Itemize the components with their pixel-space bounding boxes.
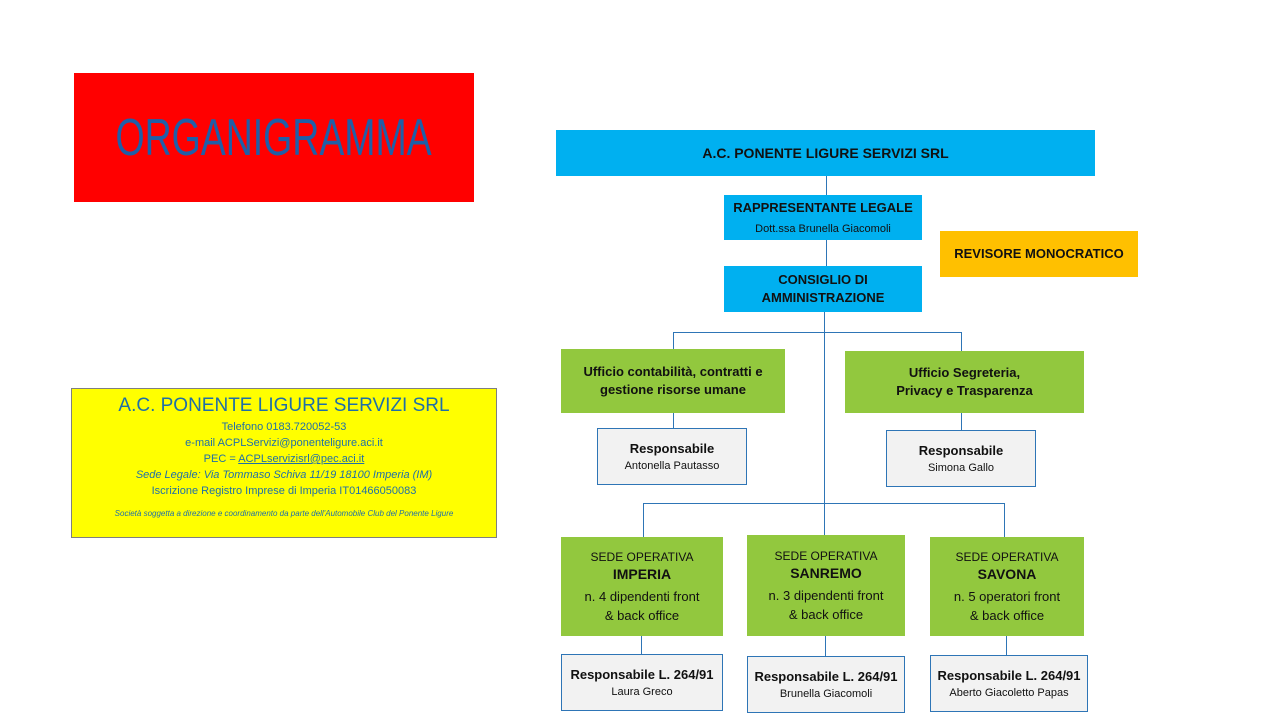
connector	[1004, 503, 1005, 537]
site-savona-label: SEDE OPERATIVA	[955, 549, 1059, 564]
site-imperia-staff1: n. 4 dipendenti front	[584, 588, 700, 604]
connector	[673, 413, 674, 428]
company-note: Società soggetta a direzione e coordinam…	[114, 509, 454, 518]
site-sanremo-resp-title: Responsabile L. 264/91	[754, 668, 898, 684]
site-sanremo-staff2: & back office	[788, 606, 864, 622]
site-imperia-box: SEDE OPERATIVA IMPERIA n. 4 dipendenti f…	[561, 537, 723, 636]
office-accounting-line2: gestione risorse umane	[600, 382, 746, 397]
company-registry: Iscrizione Registro Imprese di Imperia I…	[151, 485, 417, 497]
connector	[643, 503, 1005, 504]
connector	[641, 636, 642, 654]
site-savona-city: SAVONA	[977, 565, 1037, 582]
board-line1: CONSIGLIO DI	[778, 272, 868, 287]
board-box: CONSIGLIO DI AMMINISTRAZIONE	[724, 266, 922, 312]
title-banner: ORGANIGRAMMA	[74, 73, 474, 202]
connector	[825, 636, 826, 656]
site-savona-resp-box: Responsabile L. 264/91 Aberto Giacoletto…	[930, 655, 1088, 712]
office-accounting-box: Ufficio contabilità, contratti e gestion…	[561, 349, 785, 413]
site-imperia-resp-title: Responsabile L. 264/91	[570, 666, 714, 682]
legal-rep-name: Dott.ssa Brunella Giacomoli	[755, 222, 891, 235]
connector	[673, 332, 962, 333]
connector	[1006, 636, 1007, 655]
site-sanremo-staff1: n. 3 dipendenti front	[768, 587, 884, 603]
company-email: e-mail ACPLServizi@ponenteligure.aci.it	[185, 437, 383, 449]
auditor-box: REVISORE MONOCRATICO	[940, 231, 1138, 277]
org-top-label: A.C. PONENTE LIGURE SERVIZI SRL	[702, 145, 949, 161]
connector	[961, 332, 962, 351]
office-secretariat-line2: Privacy e Trasparenza	[896, 383, 1033, 398]
site-sanremo-resp-box: Responsabile L. 264/91 Brunella Giacomol…	[747, 656, 905, 713]
site-savona-staff2: & back office	[969, 607, 1045, 623]
legal-rep-title: RAPPRESENTANTE LEGALE	[733, 199, 913, 215]
site-sanremo-city: SANREMO	[790, 564, 862, 581]
company-phone: Telefono 0183.720052-53	[221, 421, 347, 433]
page-title: ORGANIGRAMMA	[115, 108, 433, 167]
office-accounting-resp-title: Responsabile	[629, 440, 715, 456]
site-imperia-city: IMPERIA	[612, 565, 672, 582]
connector	[673, 332, 674, 349]
site-imperia-staff2: & back office	[604, 607, 680, 623]
pec-prefix: PEC =	[203, 453, 239, 465]
connector	[826, 176, 827, 195]
site-savona-staff1: n. 5 operatori front	[953, 588, 1061, 604]
company-name: A.C. PONENTE LIGURE SERVIZI SRL	[118, 395, 450, 416]
office-secretariat-box: Ufficio Segreteria, Privacy e Trasparenz…	[845, 351, 1084, 413]
office-secretariat-resp-name: Simona Gallo	[927, 461, 995, 474]
board-line2: AMMINISTRAZIONE	[761, 290, 885, 305]
connector	[826, 240, 827, 266]
company-pec: PEC = ACPLservizisrl@pec.aci.it	[72, 451, 496, 467]
office-accounting-resp-name: Antonella Pautasso	[624, 459, 720, 472]
connector	[961, 413, 962, 430]
company-info-card: A.C. PONENTE LIGURE SERVIZI SRL Telefono…	[71, 388, 497, 538]
office-secretariat-resp-title: Responsabile	[918, 442, 1004, 458]
site-savona-resp-name: Aberto Giacoletto Papas	[949, 686, 1069, 699]
site-imperia-resp-name: Laura Greco	[611, 685, 673, 698]
office-accounting-line1: Ufficio contabilità, contratti e	[583, 364, 763, 379]
connector	[643, 503, 644, 537]
office-secretariat-resp-box: Responsabile Simona Gallo	[886, 430, 1036, 487]
office-accounting-resp-box: Responsabile Antonella Pautasso	[597, 428, 747, 485]
site-sanremo-label: SEDE OPERATIVA	[774, 548, 878, 563]
site-savona-box: SEDE OPERATIVA SAVONA n. 5 operatori fro…	[930, 537, 1084, 636]
connector	[824, 312, 825, 536]
company-address: Sede Legale: Via Tommaso Schiva 11/19 18…	[135, 469, 433, 481]
site-imperia-resp-box: Responsabile L. 264/91 Laura Greco	[561, 654, 723, 711]
site-sanremo-box: SEDE OPERATIVA SANREMO n. 3 dipendenti f…	[747, 535, 905, 636]
auditor-label: REVISORE MONOCRATICO	[954, 246, 1124, 261]
legal-rep-box: RAPPRESENTANTE LEGALE Dott.ssa Brunella …	[724, 195, 922, 240]
site-savona-resp-title: Responsabile L. 264/91	[937, 667, 1081, 683]
site-sanremo-resp-name: Brunella Giacomoli	[779, 687, 873, 700]
office-secretariat-line1: Ufficio Segreteria,	[908, 365, 1021, 380]
pec-link[interactable]: ACPLservizisrl@pec.aci.it	[238, 453, 365, 465]
site-imperia-label: SEDE OPERATIVA	[590, 549, 694, 564]
org-top-box: A.C. PONENTE LIGURE SERVIZI SRL	[556, 130, 1095, 176]
